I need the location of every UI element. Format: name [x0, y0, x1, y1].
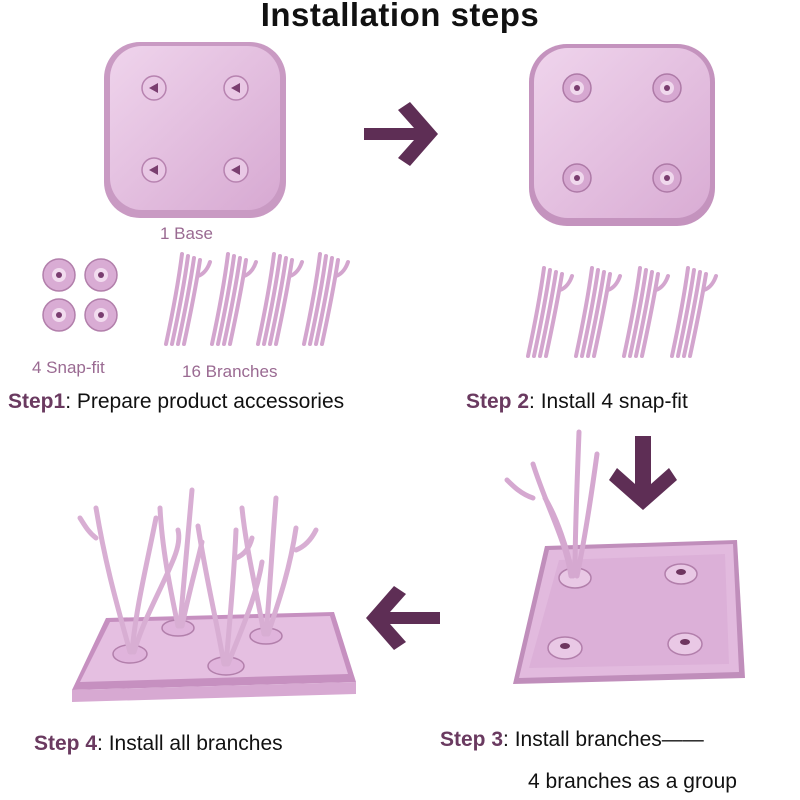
step2-caption: Step 2: Install 4 snap-fit: [466, 390, 688, 414]
branches-bundle-image: [164, 252, 350, 346]
snap-fit-pieces-image: [42, 258, 118, 332]
step2-text: : Install 4 snap-fit: [529, 390, 688, 413]
branches-bundle-image-2: [526, 266, 718, 358]
step3-subtext: 4 branches as a group: [528, 770, 737, 793]
branches-label: 16 Branches: [182, 362, 278, 381]
step3-label: Step 3: [440, 728, 504, 751]
arrow-left-icon: [366, 586, 440, 650]
step4-text: : Install all branches: [97, 732, 283, 755]
step4-caption: Step 4: Install all branches: [34, 732, 283, 756]
step1-label: Step1: [8, 390, 66, 413]
base-label: 1 Base: [160, 224, 213, 243]
step3-text: : Install branches——: [503, 728, 704, 751]
arrow-down-icon: [609, 436, 677, 510]
snap-fit-label: 4 Snap-fit: [32, 358, 105, 377]
step4-label: Step 4: [34, 732, 98, 755]
step2-label: Step 2: [466, 390, 530, 413]
step1-caption: Step1: Prepare product accessories: [8, 390, 344, 414]
step3-caption: Step 3: Install branches——: [440, 728, 704, 752]
tray-with-branch-group-image: [504, 429, 745, 684]
assembled-rack-image: [72, 487, 356, 702]
arrow-right-icon: [364, 102, 438, 166]
step1-text: : Prepare product accessories: [65, 390, 345, 413]
page-title: Installation steps: [260, 0, 540, 33]
base-tray-image: [104, 42, 286, 218]
tray-with-snap-fit-image: [529, 44, 715, 226]
